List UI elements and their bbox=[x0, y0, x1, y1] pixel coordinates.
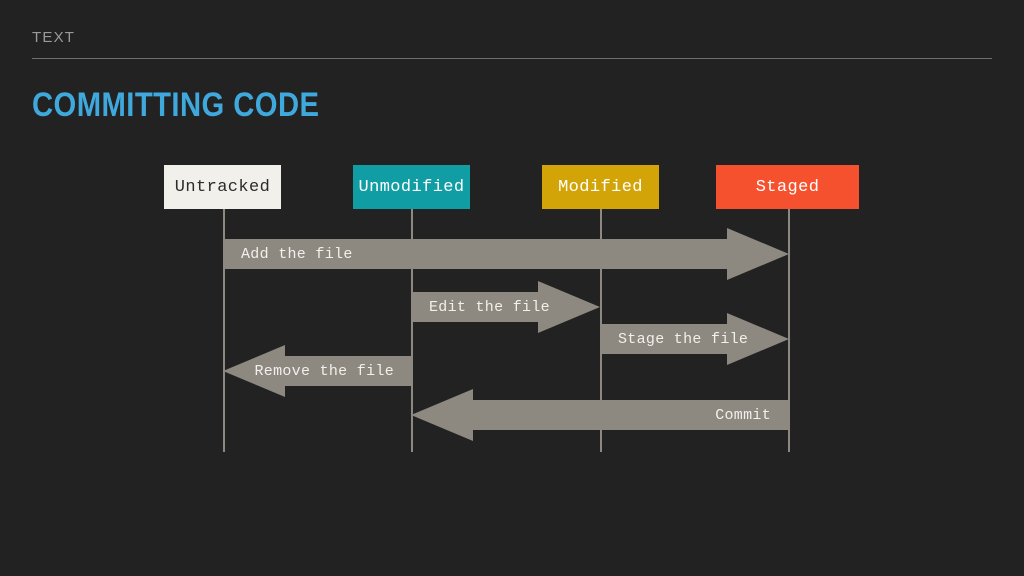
transition-arrow-remove-the-file[interactable]: Remove the file bbox=[223, 345, 412, 397]
transition-label: Edit the file bbox=[429, 299, 550, 316]
transition-arrow-edit-the-file[interactable]: Edit the file bbox=[411, 281, 600, 333]
slide-kicker: TEXT bbox=[32, 29, 76, 46]
state-box-staged[interactable]: Staged bbox=[716, 165, 859, 209]
transition-arrow-add-the-file[interactable]: Add the file bbox=[223, 228, 789, 280]
lifeline-1 bbox=[411, 209, 413, 452]
state-label: Modified bbox=[558, 177, 643, 197]
lifeline-3 bbox=[788, 209, 790, 452]
transition-label: Remove the file bbox=[254, 363, 394, 380]
slide-header: TEXT bbox=[32, 28, 992, 59]
arrow-shape bbox=[600, 313, 789, 365]
lifeline-0 bbox=[223, 209, 225, 452]
state-box-modified[interactable]: Modified bbox=[542, 165, 659, 209]
transition-label: Stage the file bbox=[618, 331, 749, 348]
page-title: COMMITTING CODE bbox=[32, 86, 320, 124]
transition-label: Commit bbox=[715, 407, 771, 424]
arrow-shape bbox=[411, 389, 789, 441]
state-label: Staged bbox=[755, 177, 820, 197]
arrow-shape bbox=[223, 345, 412, 397]
arrow-shape bbox=[223, 228, 789, 280]
arrow-shape bbox=[411, 281, 600, 333]
state-label: Unmodified bbox=[358, 177, 465, 197]
state-box-untracked[interactable]: Untracked bbox=[164, 165, 281, 209]
state-box-unmodified[interactable]: Unmodified bbox=[353, 165, 470, 209]
state-label: Untracked bbox=[174, 177, 271, 197]
transition-label: Add the file bbox=[241, 246, 353, 263]
header-divider bbox=[32, 58, 992, 59]
transition-arrow-stage-the-file[interactable]: Stage the file bbox=[600, 313, 789, 365]
transition-arrow-commit[interactable]: Commit bbox=[411, 389, 789, 441]
